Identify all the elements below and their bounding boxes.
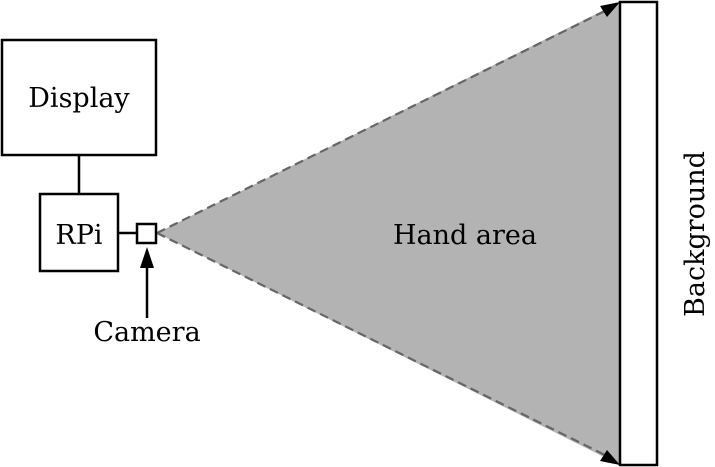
fov-lower-arrowhead <box>600 450 620 465</box>
background-panel <box>618 0 659 467</box>
camera-label: Camera <box>93 317 200 348</box>
fov-upper-arrowhead <box>600 2 620 17</box>
fov-upper-edge <box>156 7 612 234</box>
background-label: Background <box>680 151 711 317</box>
camera-pointer-arrowhead <box>140 247 154 268</box>
display-label: Display <box>28 83 130 114</box>
rpi-label: RPi <box>55 220 102 251</box>
camera-box <box>135 222 158 245</box>
hand-area-region <box>157 2 620 465</box>
fov-lower-edge <box>156 232 612 459</box>
display-box <box>0 38 158 157</box>
hand-area-label: Hand area <box>393 220 537 251</box>
